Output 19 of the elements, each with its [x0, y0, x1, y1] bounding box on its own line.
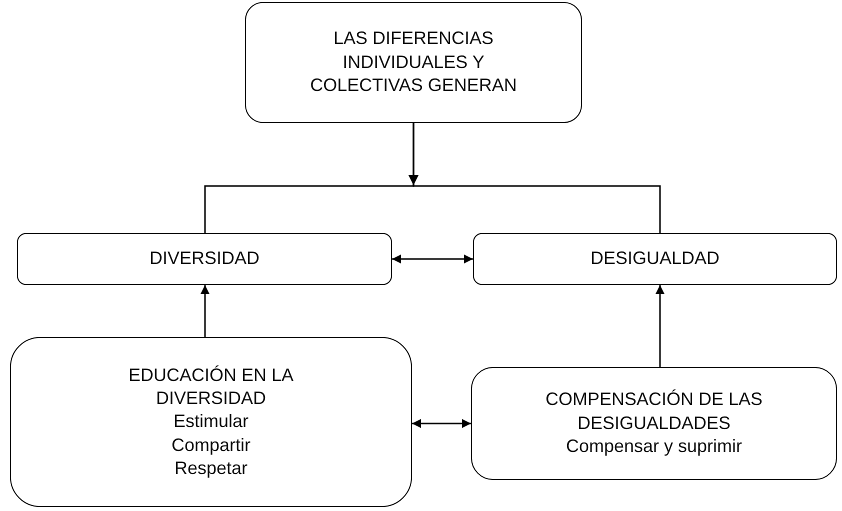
arrow [412, 419, 471, 428]
box-text: Estimular [173, 410, 248, 434]
arrow [656, 285, 664, 367]
box-heading: EDUCACIÓN EN LA DIVERSIDAD [127, 364, 295, 410]
rounded-box [473, 233, 837, 285]
box-heading: LAS DIFERENCIAS INDIVIDUALES Y COLECTIVAS GENERAN [309, 27, 518, 98]
box-text: Respetar [174, 457, 248, 480]
rounded-box [245, 2, 582, 123]
rounded-box [471, 367, 837, 480]
rounded-box [10, 337, 412, 507]
box-heading: COMPENSACIÓN DE LAS DESIGUALDADES [544, 388, 764, 435]
arrow [408, 123, 661, 233]
rounded-box [17, 233, 392, 285]
box-heading: DIVERSIDAD [149, 247, 260, 270]
box-text: Compensar y suprimir [566, 435, 742, 458]
arrow [392, 254, 473, 264]
arrow [200, 285, 210, 337]
box-heading: DESIGUALDAD [590, 247, 720, 270]
box-text: Compartir [171, 434, 250, 457]
